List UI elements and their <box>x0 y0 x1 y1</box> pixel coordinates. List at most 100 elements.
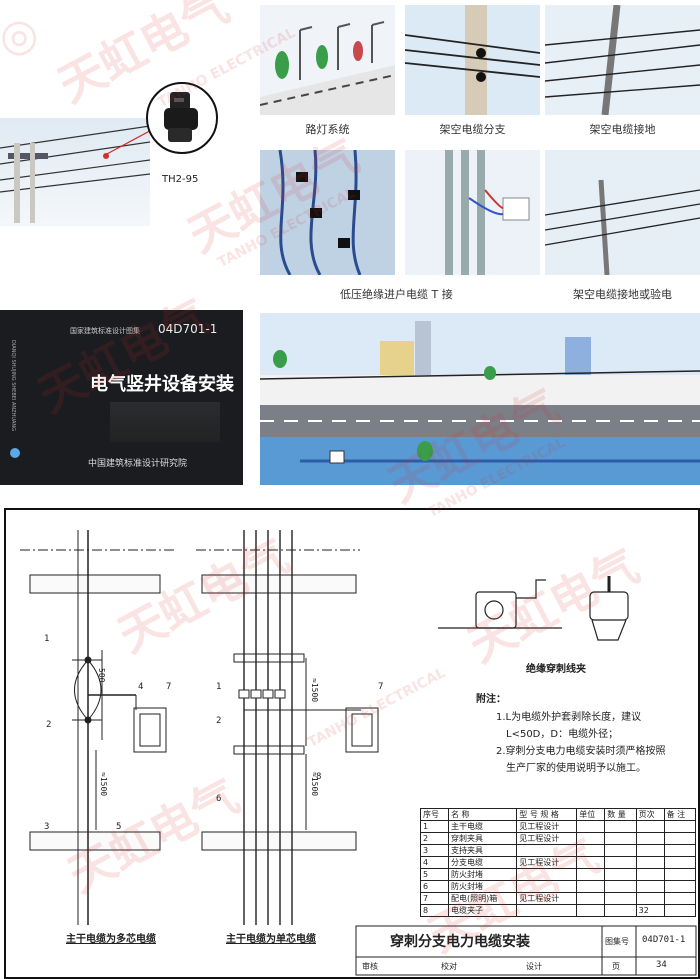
bom-cell <box>576 844 606 857</box>
callout-7: 7 <box>166 682 172 692</box>
callout-r8: 8 <box>316 772 322 782</box>
bom-cell: 见工程设计 <box>516 892 578 905</box>
bom-cell <box>635 832 665 845</box>
bom-cell <box>576 868 606 881</box>
bom-header-cell: 备 注 <box>663 808 697 821</box>
bom-cell <box>604 904 637 917</box>
bom-cell <box>635 880 665 893</box>
bom-cell: 1 <box>420 820 449 833</box>
bom-cell <box>663 844 697 857</box>
photo-caption-5: 低压绝缘进户电缆 T 接 <box>340 288 453 301</box>
bom-header-cell: 名 称 <box>447 808 518 821</box>
photo-caption-6: 架空电缆接地或验电 <box>573 288 672 301</box>
technical-drawing: 500 ≈1500 ≈1500 ≈1500 1 2 3 4 5 6 7 1 2 … <box>4 508 700 979</box>
note-line: 生产厂家的使用说明予以施工。 <box>506 763 646 774</box>
bom-cell: 见工程设计 <box>516 820 578 833</box>
photo-caption-2: 架空电缆分支 <box>439 123 506 136</box>
bom-cell: 见工程设计 <box>516 856 578 869</box>
bom-cell: 见工程设计 <box>516 832 578 845</box>
bom-cell: 7 <box>420 892 449 905</box>
clamp-caption: 绝缘穿刺线夹 <box>526 664 586 675</box>
notes: 1.L为电缆外护套剥除长度，建议 L<50D，D：电缆外径； 2.穿刺分支电力电… <box>496 709 666 777</box>
bom-cell <box>576 892 606 905</box>
review-label: 审核 <box>362 962 378 971</box>
bom-cell: 防火封堵 <box>447 880 518 893</box>
atlas-number: 04D701-1 <box>642 935 686 945</box>
bom-cell <box>516 868 578 881</box>
bom-cell: 32 <box>635 904 665 917</box>
cover-title: 电气竖井设备安装 <box>90 374 234 395</box>
bom-cell <box>516 844 578 857</box>
product-model: TH2-95 <box>162 174 199 185</box>
installation-drawing <box>20 530 697 976</box>
bom-cell: 支持夹具 <box>447 844 518 857</box>
bom-cell <box>604 856 637 869</box>
bom-cell <box>663 868 697 881</box>
bom-cell <box>576 820 606 833</box>
callout-5: 5 <box>116 822 122 832</box>
bom-cell <box>576 856 606 869</box>
drawing-title: 穿刺分支电力电缆安装 <box>390 934 530 950</box>
bom-cell: 6 <box>420 880 449 893</box>
bom-cell <box>635 868 665 881</box>
bom-cell: 分支电缆 <box>447 856 518 869</box>
photo-cable-grounding <box>545 5 700 115</box>
bom-cell <box>635 892 665 905</box>
bom-cell <box>663 892 697 905</box>
left-caption: 主干电缆为多芯电缆 <box>66 934 156 945</box>
bom-cell <box>604 892 637 905</box>
callout-r6: 6 <box>216 794 222 804</box>
cover-publisher: 中国建筑标准设计研究院 <box>88 459 188 469</box>
bom-cell <box>635 856 665 869</box>
bom-cell <box>663 820 697 833</box>
bom-cell <box>576 832 606 845</box>
bom-cell <box>576 880 606 893</box>
dim-1500-right-bottom: ≈1500 <box>310 772 319 797</box>
atlas-label: 图集号 <box>605 937 629 946</box>
bom-cell: 5 <box>420 868 449 881</box>
cover-badge-icon <box>10 448 20 458</box>
note-line: 1.L为电缆外护套剥除长度，建议 <box>496 712 642 723</box>
bom-cell <box>663 856 697 869</box>
right-caption: 主干电缆为单芯电缆 <box>226 934 316 945</box>
bom-cell <box>635 820 665 833</box>
bom-cell <box>604 880 637 893</box>
bom-cell <box>604 820 637 833</box>
callout-4: 4 <box>138 682 144 692</box>
note-line: 2.穿刺分支电力电缆安装时须严格按照 <box>496 746 666 757</box>
bom-cell: 4 <box>420 856 449 869</box>
callout-3: 3 <box>44 822 50 832</box>
page-label: 页 <box>612 962 620 971</box>
street-panorama <box>260 313 700 485</box>
bom-cell <box>576 904 606 917</box>
photo-t-connection <box>405 150 540 275</box>
book-cover: 国家建筑标准设计图集 04D701-1 DIANQI SHUJING SHEBE… <box>0 310 243 485</box>
bom-cell: 主干电缆 <box>447 820 518 833</box>
bom-cell: 防火封堵 <box>447 868 518 881</box>
callout-1: 1 <box>44 634 50 644</box>
dim-500: 500 <box>97 668 106 683</box>
notes-title: 附注： <box>476 694 506 705</box>
design-label: 设计 <box>526 962 542 971</box>
bom-cell: 穿刺夹具 <box>447 832 518 845</box>
bom-cell <box>663 832 697 845</box>
bom-cell <box>663 880 697 893</box>
bom-header-cell: 序号 <box>420 808 449 821</box>
cover-code: 04D701-1 <box>158 322 218 336</box>
bom-header-cell: 页次 <box>635 808 665 821</box>
bom-cell <box>516 880 578 893</box>
bom-cell <box>516 904 578 917</box>
bom-cell: 配电(照明)箱 <box>447 892 518 905</box>
bom-header: 序号 名 称 型 号 规 格 单位 数 量 页次 备 注 <box>420 808 697 821</box>
callout-r2: 2 <box>216 716 222 726</box>
page-number: 34 <box>656 960 667 970</box>
clamp-product-icon <box>164 92 198 142</box>
check-label: 校对 <box>441 962 457 971</box>
bom-cell <box>635 844 665 857</box>
product-lens <box>146 82 218 154</box>
cover-side-text: DIANQI SHUJING SHEBEI ANZHUANG <box>10 340 16 432</box>
